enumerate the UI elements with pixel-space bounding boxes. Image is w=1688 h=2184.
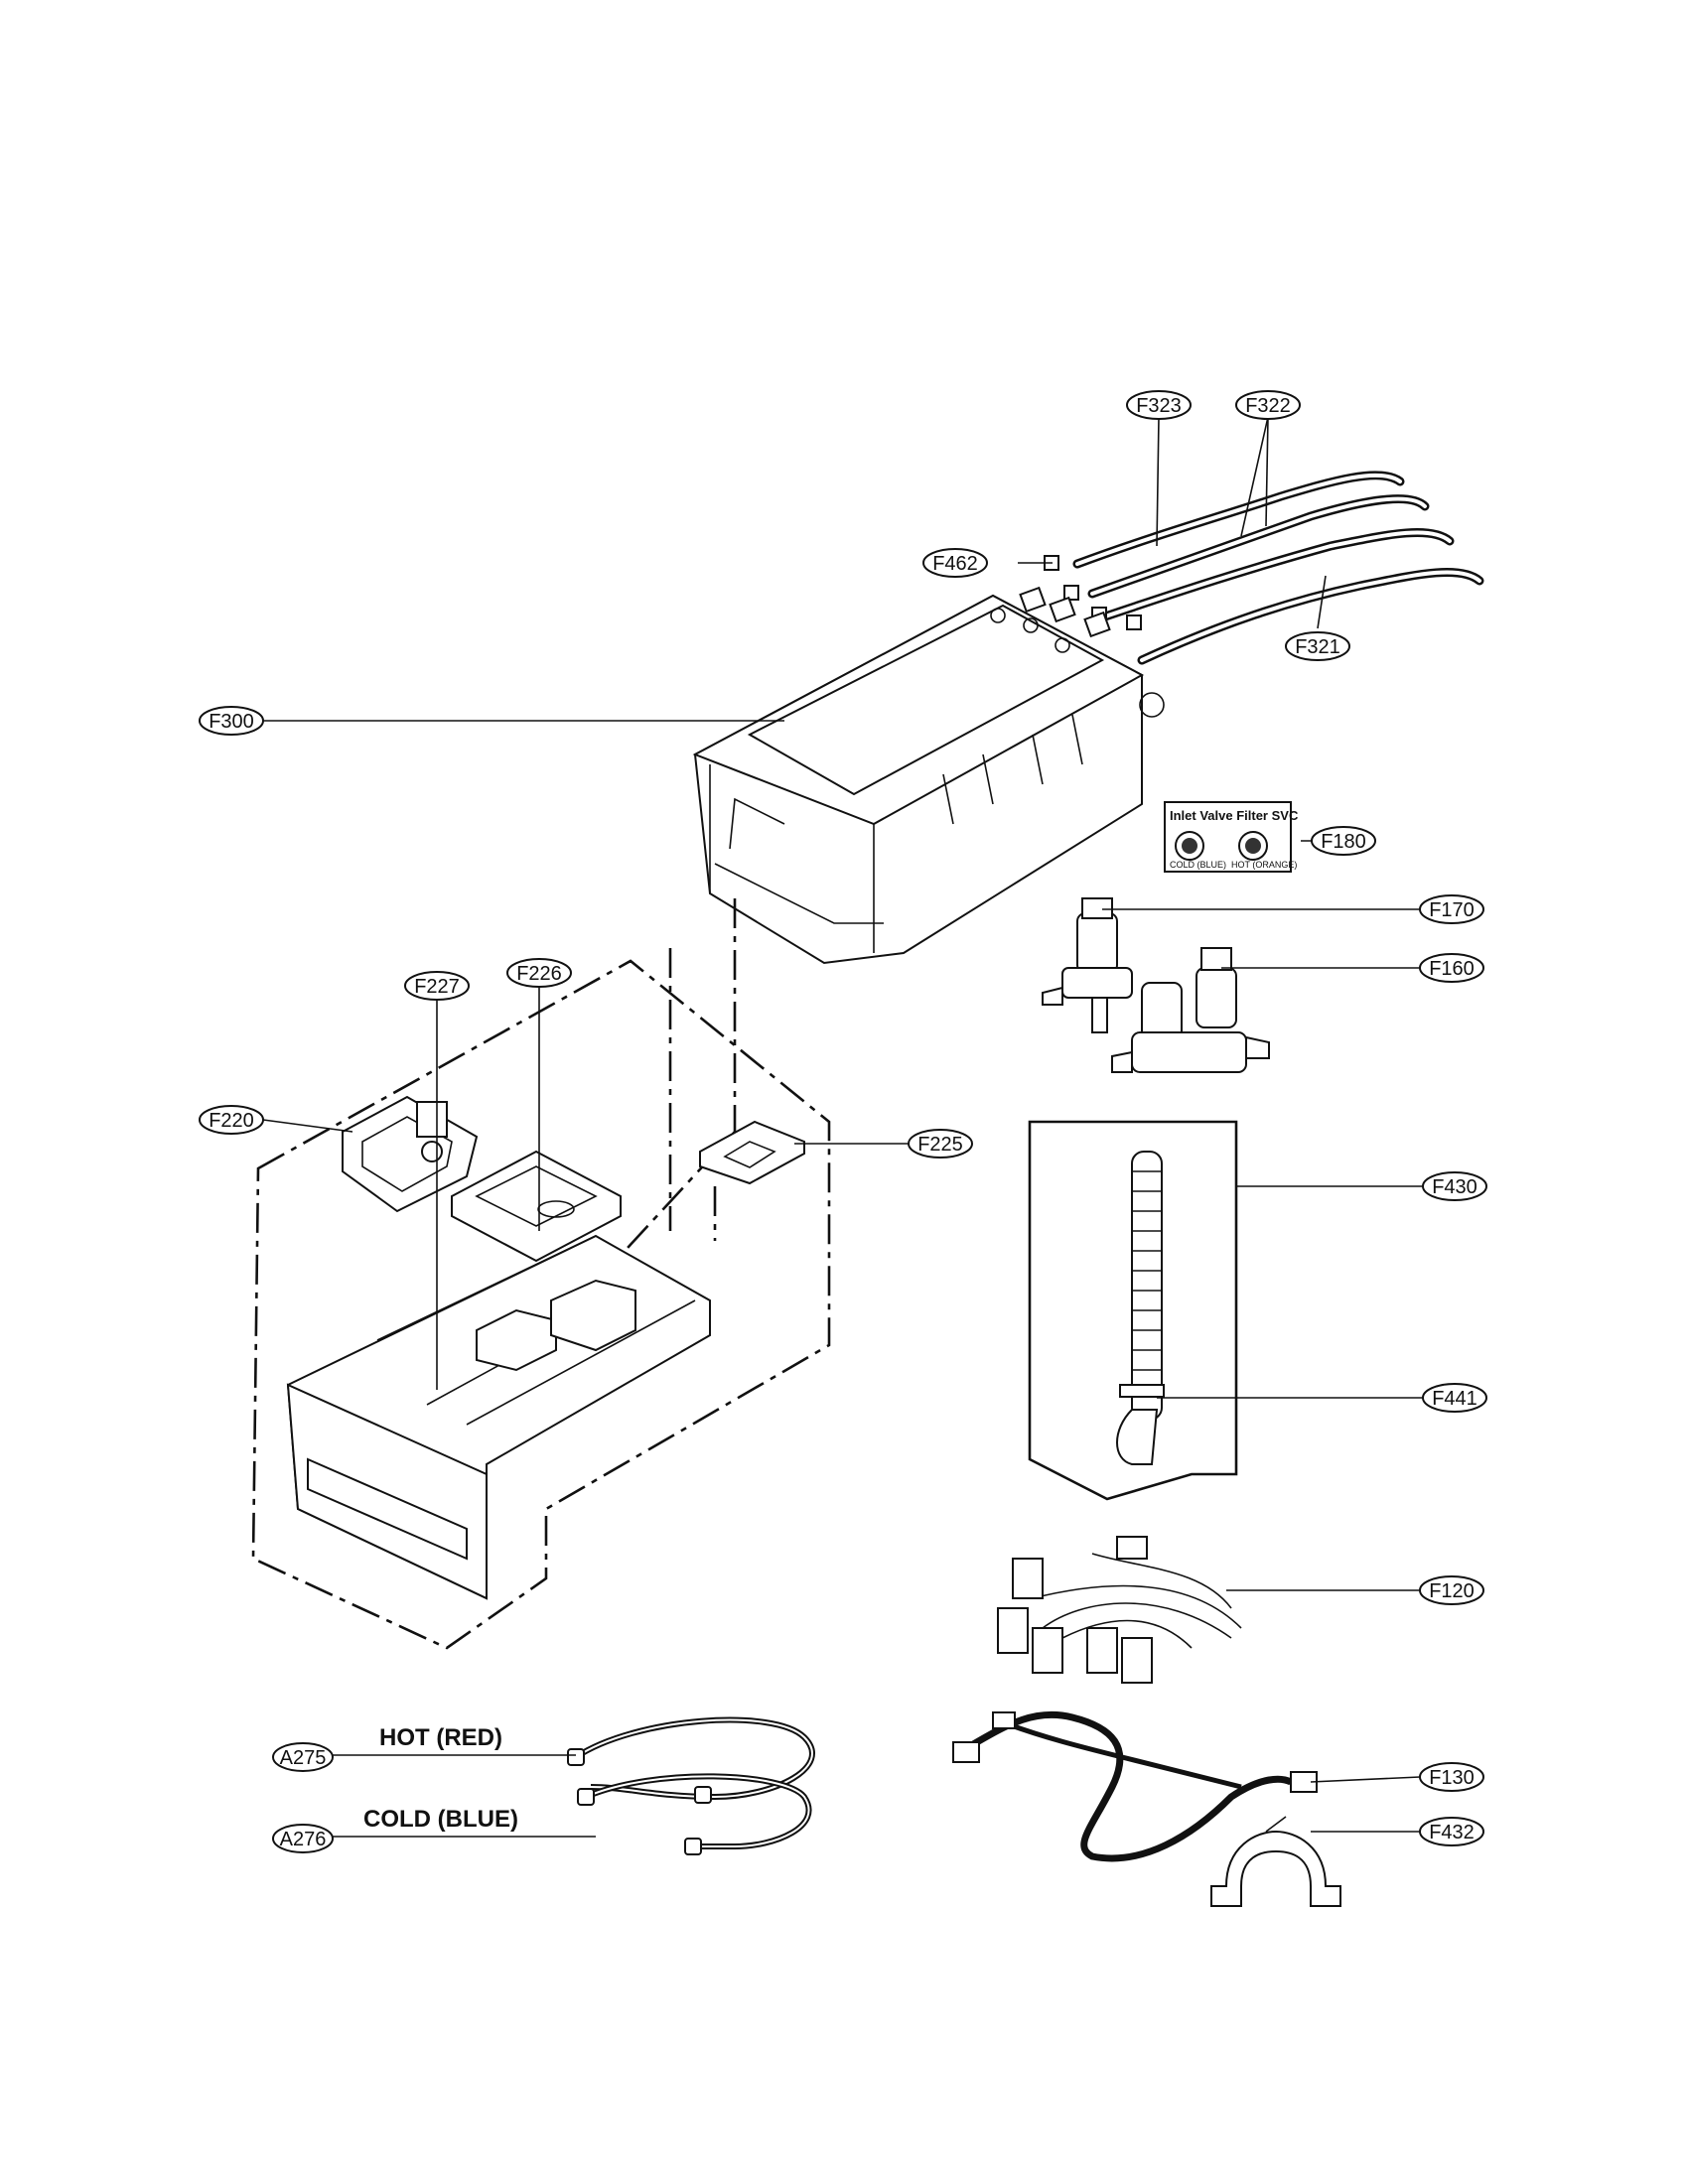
callout-f430-text: F430 xyxy=(1432,1176,1477,1198)
callout-f323[interactable]: F323 xyxy=(1126,390,1192,420)
filter-cold-label: COLD (BLUE) xyxy=(1170,860,1226,870)
callout-f323-text: F323 xyxy=(1136,395,1182,417)
callout-f321[interactable]: F321 xyxy=(1285,631,1350,661)
callout-f130[interactable]: F130 xyxy=(1419,1762,1484,1792)
inlet-valve-f170[interactable] xyxy=(1042,897,1133,1033)
wire-harness-f120[interactable] xyxy=(997,1536,1242,1684)
cold-hose-label: COLD (BLUE) xyxy=(363,1806,518,1833)
callout-f170[interactable]: F170 xyxy=(1419,894,1484,924)
wire-harness-f130[interactable] xyxy=(952,1710,1318,1862)
inlet-valve-filter-card[interactable]: Inlet Valve Filter SVC COLD (BLUE) HOT (… xyxy=(1164,801,1299,873)
callout-f462-text: F462 xyxy=(932,553,978,575)
callout-f225-text: F225 xyxy=(917,1134,963,1156)
filter-hot-label: HOT (ORANGE) xyxy=(1231,860,1297,870)
callout-f322[interactable]: F322 xyxy=(1235,390,1301,420)
callout-f430[interactable]: F430 xyxy=(1422,1171,1487,1201)
callout-f180[interactable]: F180 xyxy=(1311,826,1376,856)
callout-a276[interactable]: A276 xyxy=(272,1824,334,1853)
callout-f226-text: F226 xyxy=(516,963,562,985)
drawer-body[interactable] xyxy=(286,1234,711,1600)
callout-f441[interactable]: F441 xyxy=(1422,1383,1487,1413)
callout-f300-text: F300 xyxy=(209,711,254,733)
callout-f300[interactable]: F300 xyxy=(199,706,264,736)
drain-hose-f430[interactable] xyxy=(1116,1151,1163,1465)
leader-lines xyxy=(262,416,1423,1838)
filter-card-title: Inlet Valve Filter SVC xyxy=(1170,808,1299,823)
callout-f130-text: F130 xyxy=(1429,1767,1475,1789)
callout-f441-text: F441 xyxy=(1432,1388,1477,1410)
drawer-assembly-boundary xyxy=(251,959,831,1650)
callout-f227-text: F227 xyxy=(414,976,460,998)
callout-f120-text: F120 xyxy=(1429,1580,1475,1602)
supply-hose-hot-a275[interactable] xyxy=(567,1716,815,1804)
drain-hose-boundary xyxy=(1028,1120,1238,1501)
callout-f321-text: F321 xyxy=(1295,636,1340,658)
callout-f180-text: F180 xyxy=(1321,831,1366,853)
callout-a275[interactable]: A275 xyxy=(272,1742,334,1772)
hose-clip-f432[interactable] xyxy=(1210,1816,1341,1907)
callout-f432-text: F432 xyxy=(1429,1822,1475,1843)
callout-a276-text: A276 xyxy=(280,1829,327,1850)
siphon-cap-f226[interactable] xyxy=(451,1150,622,1263)
callout-f170-text: F170 xyxy=(1429,899,1475,921)
bleach-cup-f225[interactable] xyxy=(699,1120,805,1185)
hose-f323[interactable] xyxy=(1072,471,1405,569)
hot-hose-label: HOT (RED) xyxy=(379,1724,502,1751)
callout-f227[interactable]: F227 xyxy=(404,971,470,1001)
callout-a275-text: A275 xyxy=(280,1747,327,1769)
hose-clamp-f441[interactable] xyxy=(1119,1384,1165,1398)
clamp-f462-2[interactable] xyxy=(1063,585,1079,601)
callout-f462[interactable]: F462 xyxy=(922,548,988,578)
callout-f225[interactable]: F225 xyxy=(908,1129,973,1159)
callout-f220[interactable]: F220 xyxy=(199,1105,264,1135)
drain-hose-group xyxy=(1028,1120,1238,1501)
callout-f322-text: F322 xyxy=(1245,395,1291,417)
callout-f220-text: F220 xyxy=(209,1110,254,1132)
inlet-valve-f160[interactable] xyxy=(1111,947,1270,1073)
dispenser-housing-f300[interactable] xyxy=(692,586,1165,965)
clamp-f462-4[interactable] xyxy=(1126,614,1142,630)
inlet-hoses-group xyxy=(1044,471,1484,665)
dispenser-drawer-group xyxy=(251,898,831,1650)
callout-f120[interactable]: F120 xyxy=(1419,1575,1484,1605)
callout-f160-text: F160 xyxy=(1429,958,1475,980)
callout-f226[interactable]: F226 xyxy=(506,958,572,988)
callout-f160[interactable]: F160 xyxy=(1419,953,1484,983)
callout-f432[interactable]: F432 xyxy=(1419,1817,1484,1846)
supply-hose-cold-a276[interactable] xyxy=(577,1773,812,1855)
